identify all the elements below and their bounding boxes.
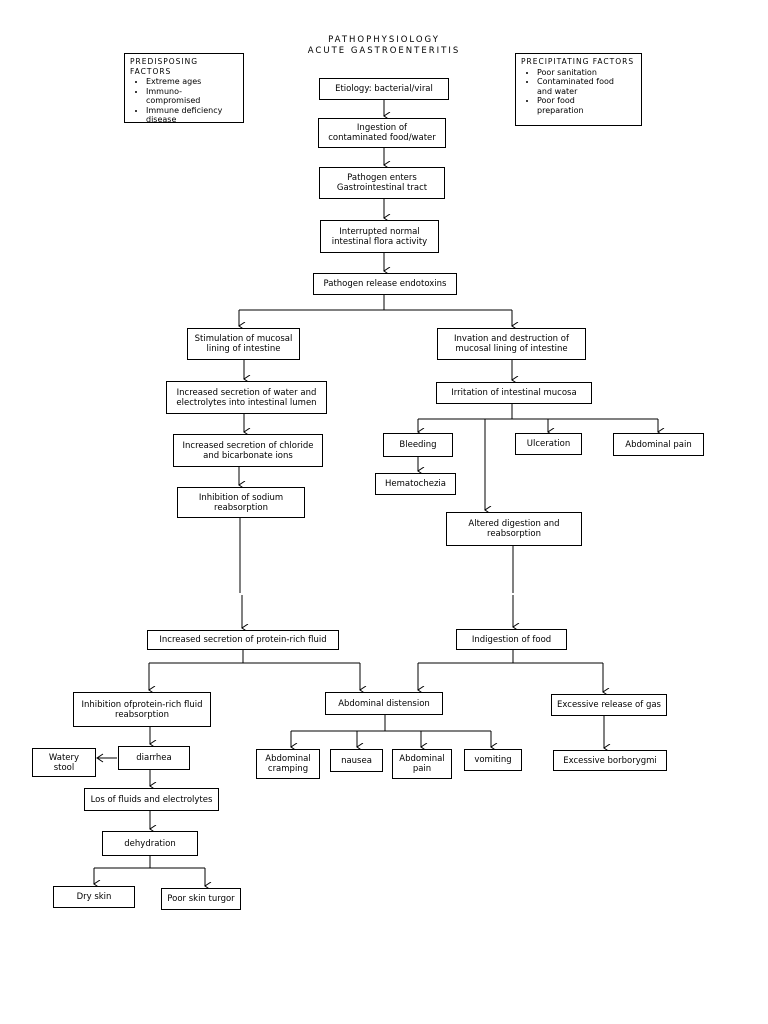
invasion-box: Invation and destruction of mucosal lini… bbox=[437, 328, 586, 360]
vomiting-box: vomiting bbox=[464, 749, 522, 771]
ingestion-box: Ingestion of contaminated food/water bbox=[318, 118, 446, 148]
loss-fluids-box: Los of fluids and electrolytes bbox=[84, 788, 219, 811]
irritation-box: Irritation of intestinal mucosa bbox=[436, 382, 592, 404]
protein-rich-fluid-box: Increased secretion of protein-rich flui… bbox=[147, 630, 339, 650]
diarrhea-box: diarrhea bbox=[118, 746, 190, 770]
increased-water-box: Increased secretion of water and electro… bbox=[166, 381, 327, 414]
abdominal-cramping-box: Abdominal cramping bbox=[256, 749, 320, 779]
predisposing-item: Extreme ages bbox=[146, 77, 238, 87]
precipitating-item: Poor sanitation bbox=[537, 68, 636, 78]
diagram-subtitle: ACUTE GASTROENTERITIS bbox=[307, 46, 461, 56]
abdominal-pain-mid-box: Abdominal pain bbox=[392, 749, 452, 779]
predisposing-item: Immune deficiency disease bbox=[146, 106, 238, 125]
inhibition-sodium-box: Inhibition of sodium reabsorption bbox=[177, 487, 305, 518]
abdominal-distension-box: Abdominal distension bbox=[325, 692, 443, 715]
stimulation-box: Stimulation of mucosal lining of intesti… bbox=[187, 328, 300, 360]
precipitating-heading: PRECIPITATING FACTORS bbox=[521, 57, 635, 66]
predisposing-item: Immuno- compromised bbox=[146, 87, 238, 106]
interrupted-flora-box: Interrupted normal intestinal flora acti… bbox=[320, 220, 439, 253]
precipitating-item: Poor food preparation bbox=[537, 96, 636, 115]
nausea-box: nausea bbox=[330, 749, 383, 772]
hematochezia-box: Hematochezia bbox=[375, 473, 456, 495]
dry-skin-box: Dry skin bbox=[53, 886, 135, 908]
precipitating-factors-box: PRECIPITATING FACTORS Poor sanitation Co… bbox=[515, 53, 642, 126]
borborygmi-box: Excessive borborygmi bbox=[553, 750, 667, 771]
predisposing-factors-box: PREDISPOSING FACTORS Extreme ages Immuno… bbox=[124, 53, 244, 125]
precipitating-item: Contaminated food and water bbox=[537, 77, 636, 96]
bleeding-box: Bleeding bbox=[383, 433, 453, 457]
inhibition-protein-box: Inhibition ofprotein-rich fluid reabsorp… bbox=[73, 692, 211, 727]
poor-skin-turgor-box: Poor skin turgor bbox=[161, 888, 241, 910]
abdominal-pain-right-box: Abdominal pain bbox=[613, 433, 704, 456]
diagram-title: PATHOPHYSIOLOGY bbox=[328, 35, 440, 45]
predisposing-heading: PREDISPOSING FACTORS bbox=[130, 57, 199, 76]
dehydration-box: dehydration bbox=[102, 831, 198, 856]
altered-digestion-box: Altered digestion and reabsorption bbox=[446, 512, 582, 546]
indigestion-box: Indigestion of food bbox=[456, 629, 567, 650]
endotoxins-box: Pathogen release endotoxins bbox=[313, 273, 457, 295]
ulceration-box: Ulceration bbox=[515, 433, 582, 455]
pathogen-enters-box: Pathogen enters Gastrointestinal tract bbox=[319, 167, 445, 199]
watery-stool-box: Watery stool bbox=[32, 748, 96, 777]
gas-release-box: Excessive release of gas bbox=[551, 694, 667, 716]
increased-chloride-box: Increased secretion of chloride and bica… bbox=[173, 434, 323, 467]
etiology-box: Etiology: bacterial/viral bbox=[319, 78, 449, 100]
